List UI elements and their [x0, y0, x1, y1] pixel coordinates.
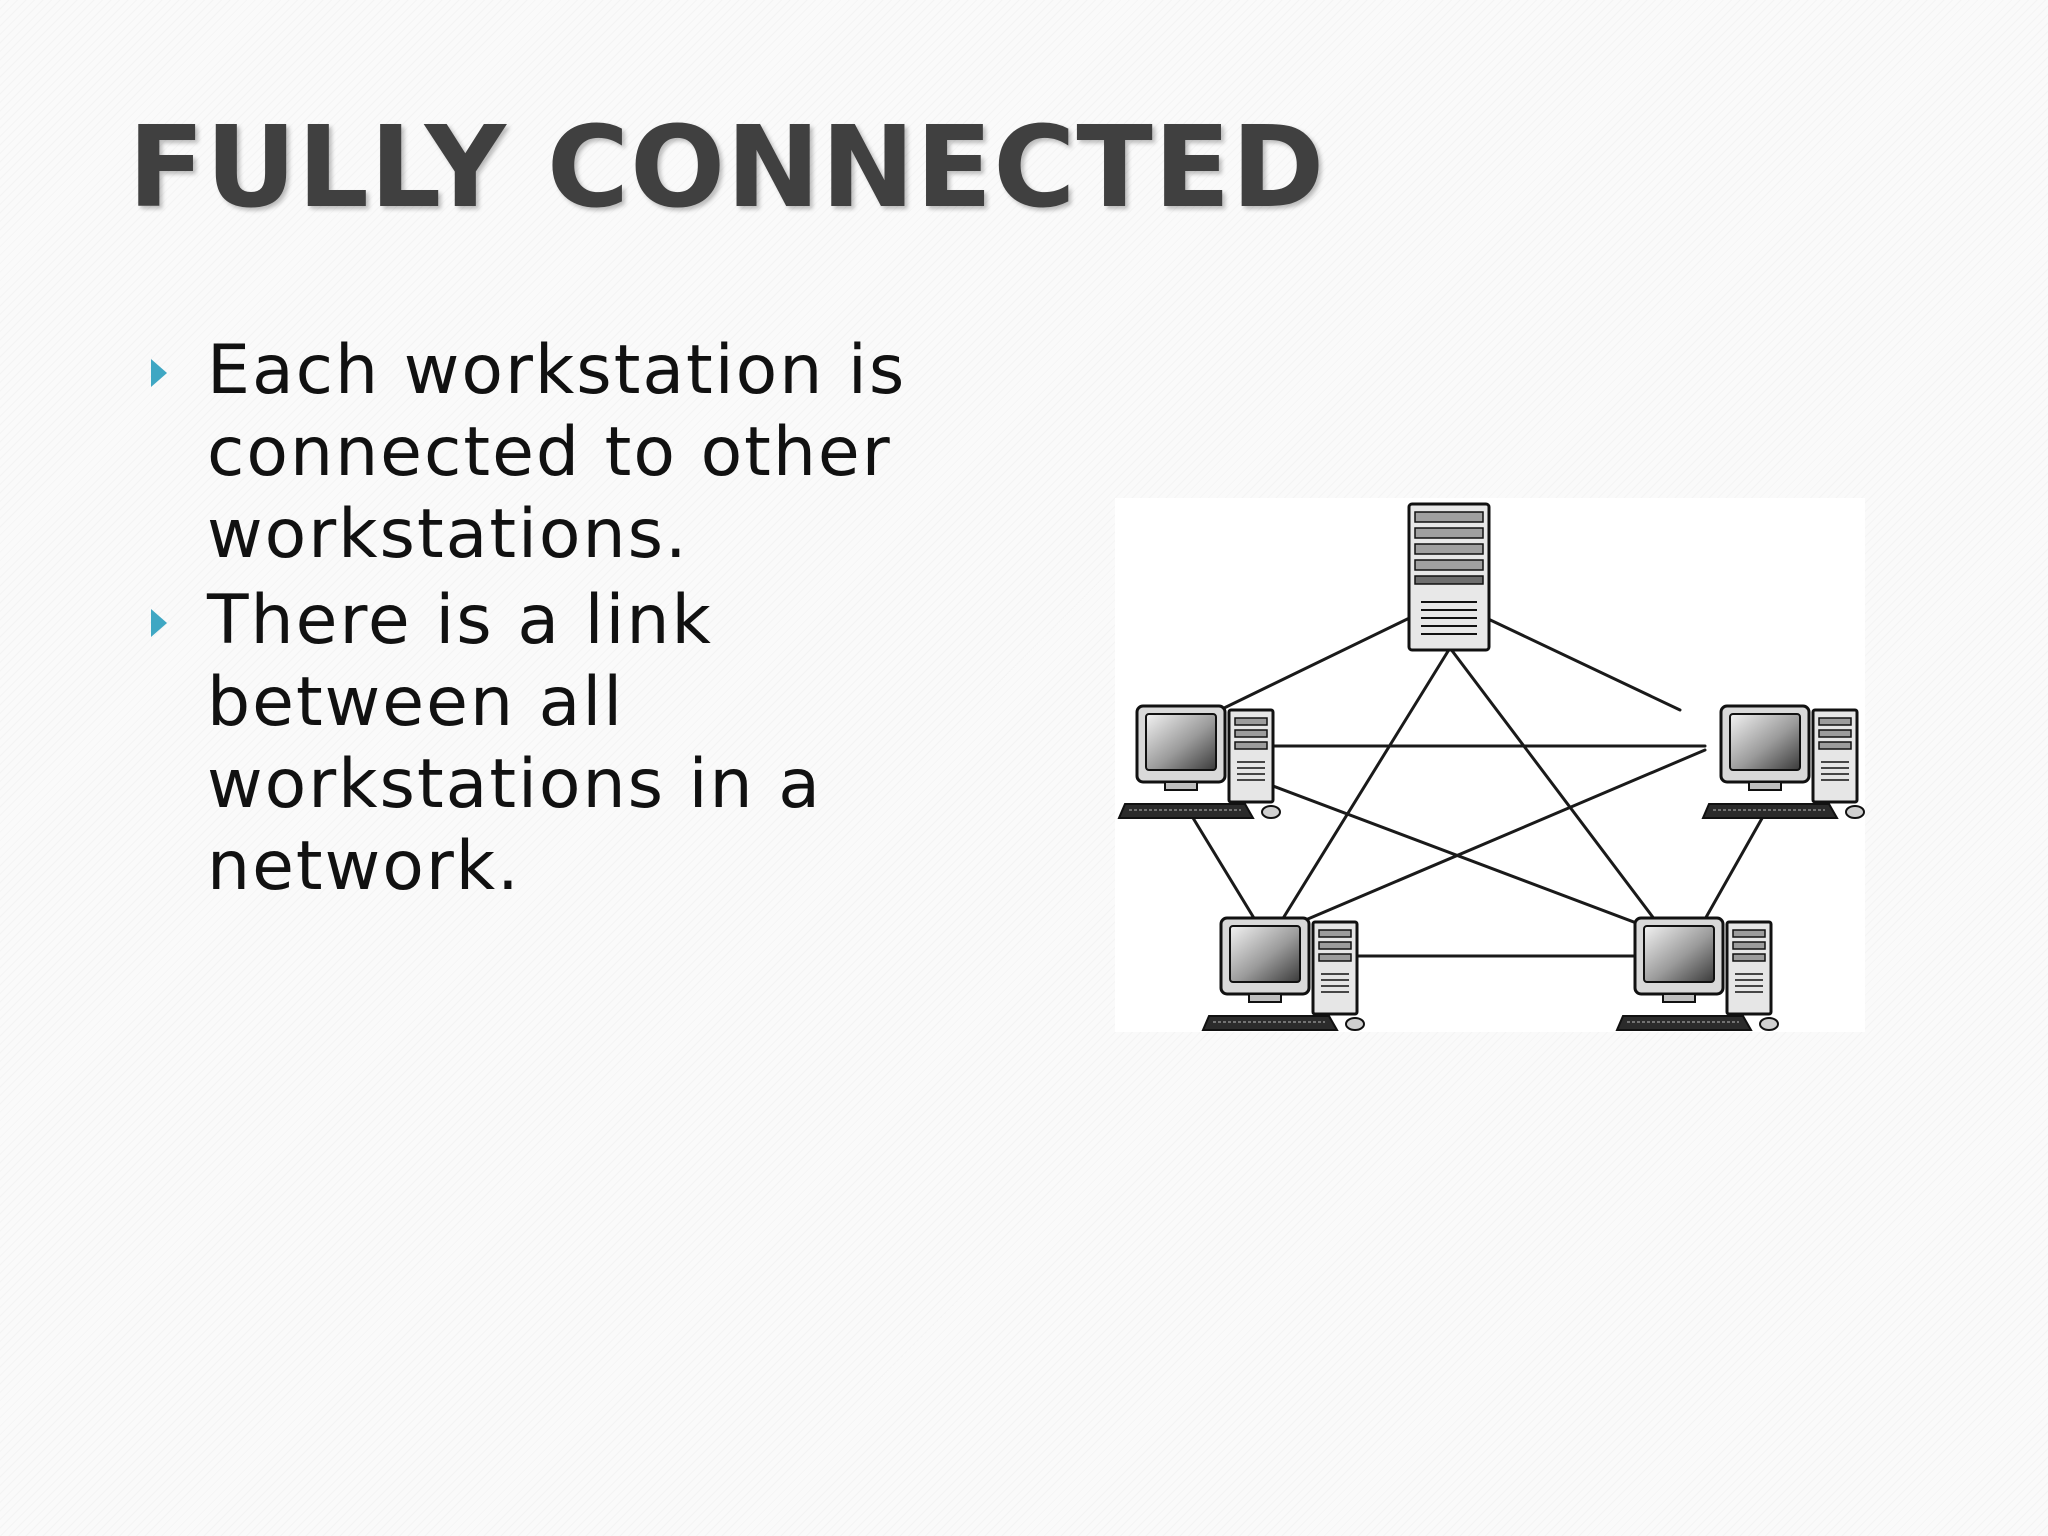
link: [1280, 748, 1707, 932]
server-tower-icon: [1407, 502, 1491, 652]
link: [1698, 811, 1767, 930]
bullet-item: Each workstation is connected to other w…: [145, 330, 1025, 576]
link: [1280, 646, 1452, 922]
desktop-computer-icon: [1117, 704, 1282, 820]
link: [1218, 606, 1432, 712]
desktop-computer-icon: [1201, 916, 1366, 1032]
bullet-arrow-icon: [151, 359, 167, 387]
desktop-computer-icon: [1701, 704, 1865, 820]
link: [1263, 781, 1657, 932]
link: [1463, 606, 1682, 712]
mesh-network-svg: [1117, 502, 1865, 1032]
bullet-list: Each workstation is connected to other w…: [145, 330, 1025, 908]
desktop-computer-icon: [1615, 916, 1780, 1032]
network-links: [1188, 606, 1767, 958]
bullet-arrow-icon: [151, 609, 167, 637]
slide-title: FULLY CONNECTED: [128, 103, 1326, 233]
bullet-text: There is a link between all workstations…: [207, 581, 822, 906]
bullet-item: There is a link between all workstations…: [145, 580, 1025, 908]
link: [1188, 811, 1262, 930]
mesh-network-diagram: [1115, 498, 1865, 1032]
link: [1448, 646, 1657, 922]
bullet-text: Each workstation is connected to other w…: [207, 331, 907, 574]
